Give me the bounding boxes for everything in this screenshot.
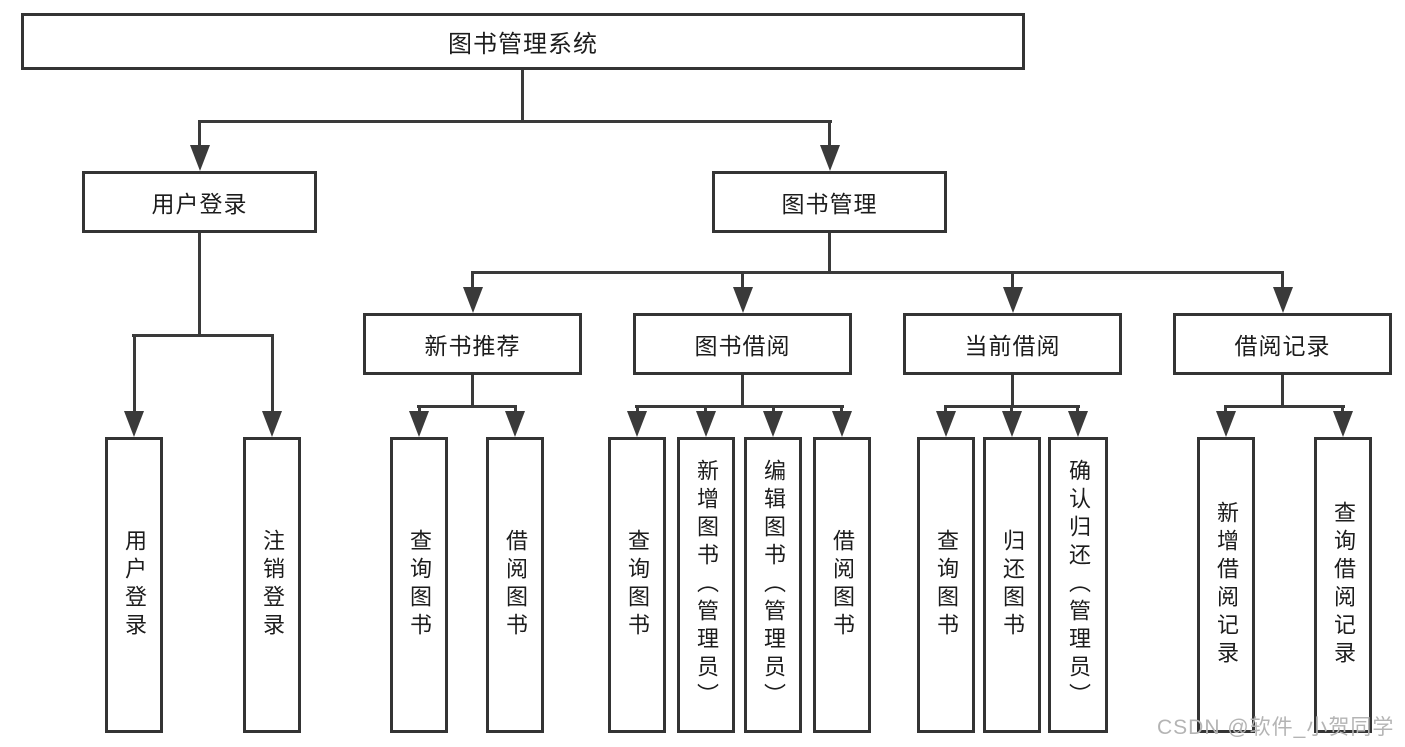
arrowhead-new-book (463, 287, 483, 313)
leaf-user-login: 用户登录 (105, 437, 163, 733)
connector-book-borrow-stem (741, 375, 744, 407)
connector-new-book-stem (471, 375, 474, 407)
arrowhead-leaf (936, 411, 956, 437)
arrowhead-leaf (1068, 411, 1088, 437)
connector-leaf-drop (1341, 405, 1344, 415)
arrowhead-leaf (505, 411, 525, 437)
node-borrow-records: 借阅记录 (1173, 313, 1392, 375)
connector-leaf-drop (772, 405, 775, 415)
leaf-edit-books-admin: 编辑图书（管理员） (744, 437, 802, 733)
arrowhead-leaf (1216, 411, 1236, 437)
connector-leaf-drop (1224, 405, 1227, 415)
arrowhead-leaf (832, 411, 852, 437)
connector-user-login-hline (132, 334, 274, 337)
arrowhead-book-borrow (733, 287, 753, 313)
connector-user-login-drop-2 (271, 334, 274, 413)
arrowhead-borrow-records (1273, 287, 1293, 313)
leaf-query-books-borrow: 查询图书 (608, 437, 666, 733)
connector-current-borrow-stem (1011, 375, 1014, 407)
node-library-management-system: 图书管理系统 (21, 13, 1025, 70)
arrowhead-book-management (820, 145, 840, 171)
arrowhead-leaf (1333, 411, 1353, 437)
connector-leaf-drop (1076, 405, 1079, 415)
connector-leaf-drop (840, 405, 843, 415)
connector-root-drop-left (198, 120, 201, 150)
arrowhead-logout-leaf (262, 411, 282, 437)
connector-root-hline (198, 120, 832, 123)
connector-drop-borrow-records (1281, 271, 1284, 289)
leaf-query-borrow-record: 查询借阅记录 (1314, 437, 1372, 733)
connector-leaf-drop (418, 405, 421, 415)
leaf-query-books-recommend: 查询图书 (390, 437, 448, 733)
connector-leaf-drop (514, 405, 517, 415)
leaf-add-books-admin: 新增图书（管理员） (677, 437, 735, 733)
leaf-confirm-return-admin: 确认归还（管理员） (1048, 437, 1108, 733)
node-book-borrow: 图书借阅 (633, 313, 852, 375)
connector-leaf-drop (636, 405, 639, 415)
arrowhead-leaf (696, 411, 716, 437)
leaf-borrow-books-recommend: 借阅图书 (486, 437, 544, 733)
leaf-query-books-current: 查询图书 (917, 437, 975, 733)
connector-new-book-hline (417, 405, 517, 408)
connector-book-mgmt-hline (471, 271, 1284, 274)
connector-borrow-records-hline (1224, 405, 1345, 408)
node-user-login: 用户登录 (82, 171, 317, 233)
arrowhead-leaf (409, 411, 429, 437)
node-current-borrow: 当前借阅 (903, 313, 1122, 375)
node-new-book-recommend: 新书推荐 (363, 313, 582, 375)
arrowhead-leaf (1002, 411, 1022, 437)
connector-leaf-drop (944, 405, 947, 415)
arrowhead-user-login-leaf (124, 411, 144, 437)
leaf-borrow-books: 借阅图书 (813, 437, 871, 733)
csdn-watermark: CSDN @软件_小贺同学 (1157, 716, 1395, 739)
connector-drop-book-borrow (741, 271, 744, 289)
connector-book-mgmt-stem (828, 233, 831, 273)
node-book-management: 图书管理 (712, 171, 947, 233)
connector-user-login-drop-1 (133, 334, 136, 413)
leaf-logout: 注销登录 (243, 437, 301, 733)
leaf-return-books: 归还图书 (983, 437, 1041, 733)
arrowhead-current-borrow (1003, 287, 1023, 313)
connector-root-drop-right (828, 120, 831, 150)
connector-book-borrow-hline (635, 405, 844, 408)
arrowhead-user-login (190, 145, 210, 171)
connector-borrow-records-stem (1281, 375, 1284, 407)
connector-user-login-stem (198, 233, 201, 336)
arrowhead-leaf (763, 411, 783, 437)
connector-leaf-drop (704, 405, 707, 415)
connector-root-stem (521, 70, 524, 121)
connector-drop-current-borrow (1011, 271, 1014, 289)
connector-leaf-drop (1010, 405, 1013, 415)
arrowhead-leaf (627, 411, 647, 437)
leaf-add-borrow-record: 新增借阅记录 (1197, 437, 1255, 733)
connector-drop-new-book (471, 271, 474, 289)
